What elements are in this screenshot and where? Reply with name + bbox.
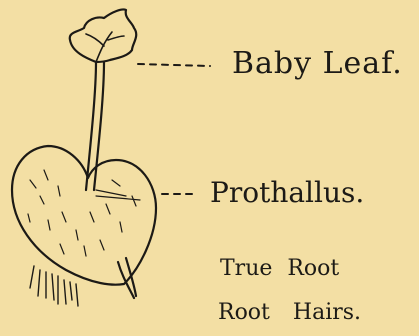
prothallus-outline: [12, 146, 156, 285]
leader-line-baby-leaf: [138, 64, 210, 66]
prothallus-label: Prothallus.: [210, 176, 364, 209]
root-hairs-label: Root Hairs.: [218, 300, 361, 325]
true-root-label: True Root: [220, 256, 339, 281]
baby-leaf-label: Baby Leaf.: [232, 46, 403, 81]
prothallus-texture: [28, 170, 140, 256]
leader-lines: [138, 64, 210, 194]
baby-leaf-outline: [70, 9, 136, 62]
